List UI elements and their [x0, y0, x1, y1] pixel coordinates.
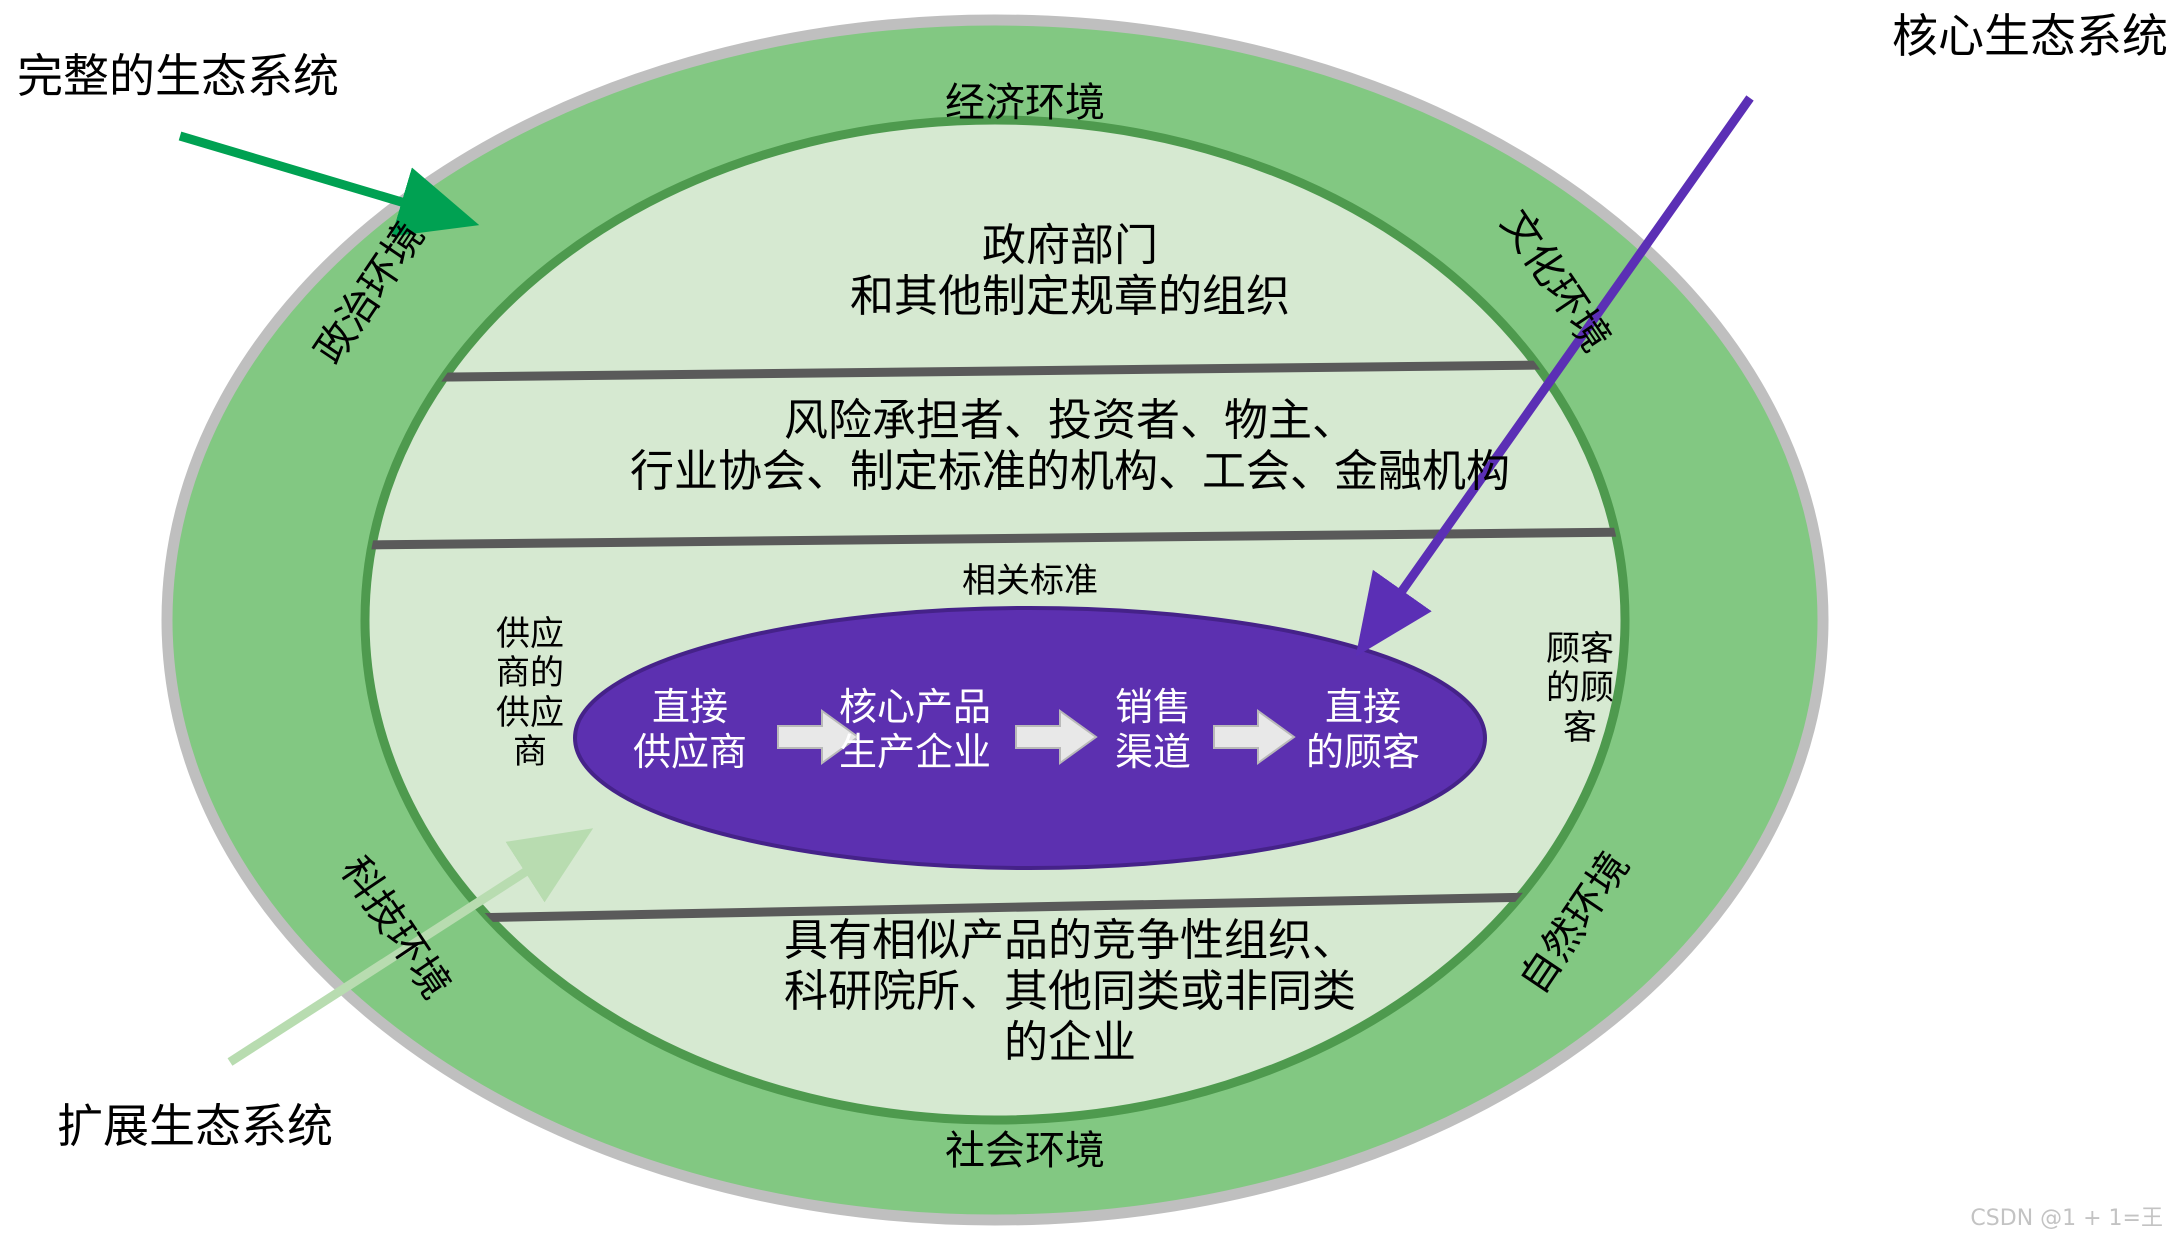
- complete-ecosystem-arrow: [178, 131, 480, 237]
- chain-arrow-2: [1015, 709, 1098, 765]
- core-chain-sales-channel: 销售渠道: [1114, 685, 1191, 774]
- core-chain-arrows: [777, 709, 1296, 765]
- core-ecosystem-arrow: [1355, 95, 1754, 657]
- chain-arrow-1: [777, 709, 860, 765]
- callout-label-core-ecosystem: 核心生态系统: [1892, 9, 2168, 63]
- band-text-standards: 相关标准: [962, 561, 1098, 601]
- core-chain-direct-supplier: 直接供应商: [632, 685, 747, 774]
- core-chain-core-producer: 核心产品生产企业: [838, 685, 991, 774]
- band-text-competitors: 具有相似产品的竞争性组织、科研院所、其他同类或非同类的企业: [784, 915, 1356, 1069]
- callout-label-extended-ecosystem: 扩展生态系统: [57, 1099, 333, 1153]
- chain-arrow-3: [1213, 709, 1296, 765]
- divider-3: [365, 890, 1625, 925]
- extended-ecosystem-arrow: [227, 828, 594, 1066]
- divider-2: [365, 527, 1625, 550]
- core-chain-direct-customer: 直接的顾客: [1305, 685, 1420, 774]
- band-dividers: [365, 359, 1625, 925]
- side-label-customers-customer: 顾客的顾客: [1546, 629, 1614, 748]
- callout-label-complete-ecosystem: 完整的生态系统: [17, 49, 339, 103]
- divider-1: [365, 359, 1625, 383]
- ring-label-social-environment: 社会环境: [945, 1128, 1105, 1174]
- watermark: CSDN @1 + 1=王: [1970, 1206, 2163, 1231]
- ring-label-economic-environment: 经济环境: [945, 80, 1105, 126]
- band-text-stakeholders: 风险承担者、投资者、物主、行业协会、制定标准的机构、工会、金融机构: [630, 395, 1510, 498]
- band-text-government: 政府部门和其他制定规章的组织: [850, 220, 1290, 323]
- side-label-suppliers-supplier: 供应商的供应商: [496, 614, 564, 773]
